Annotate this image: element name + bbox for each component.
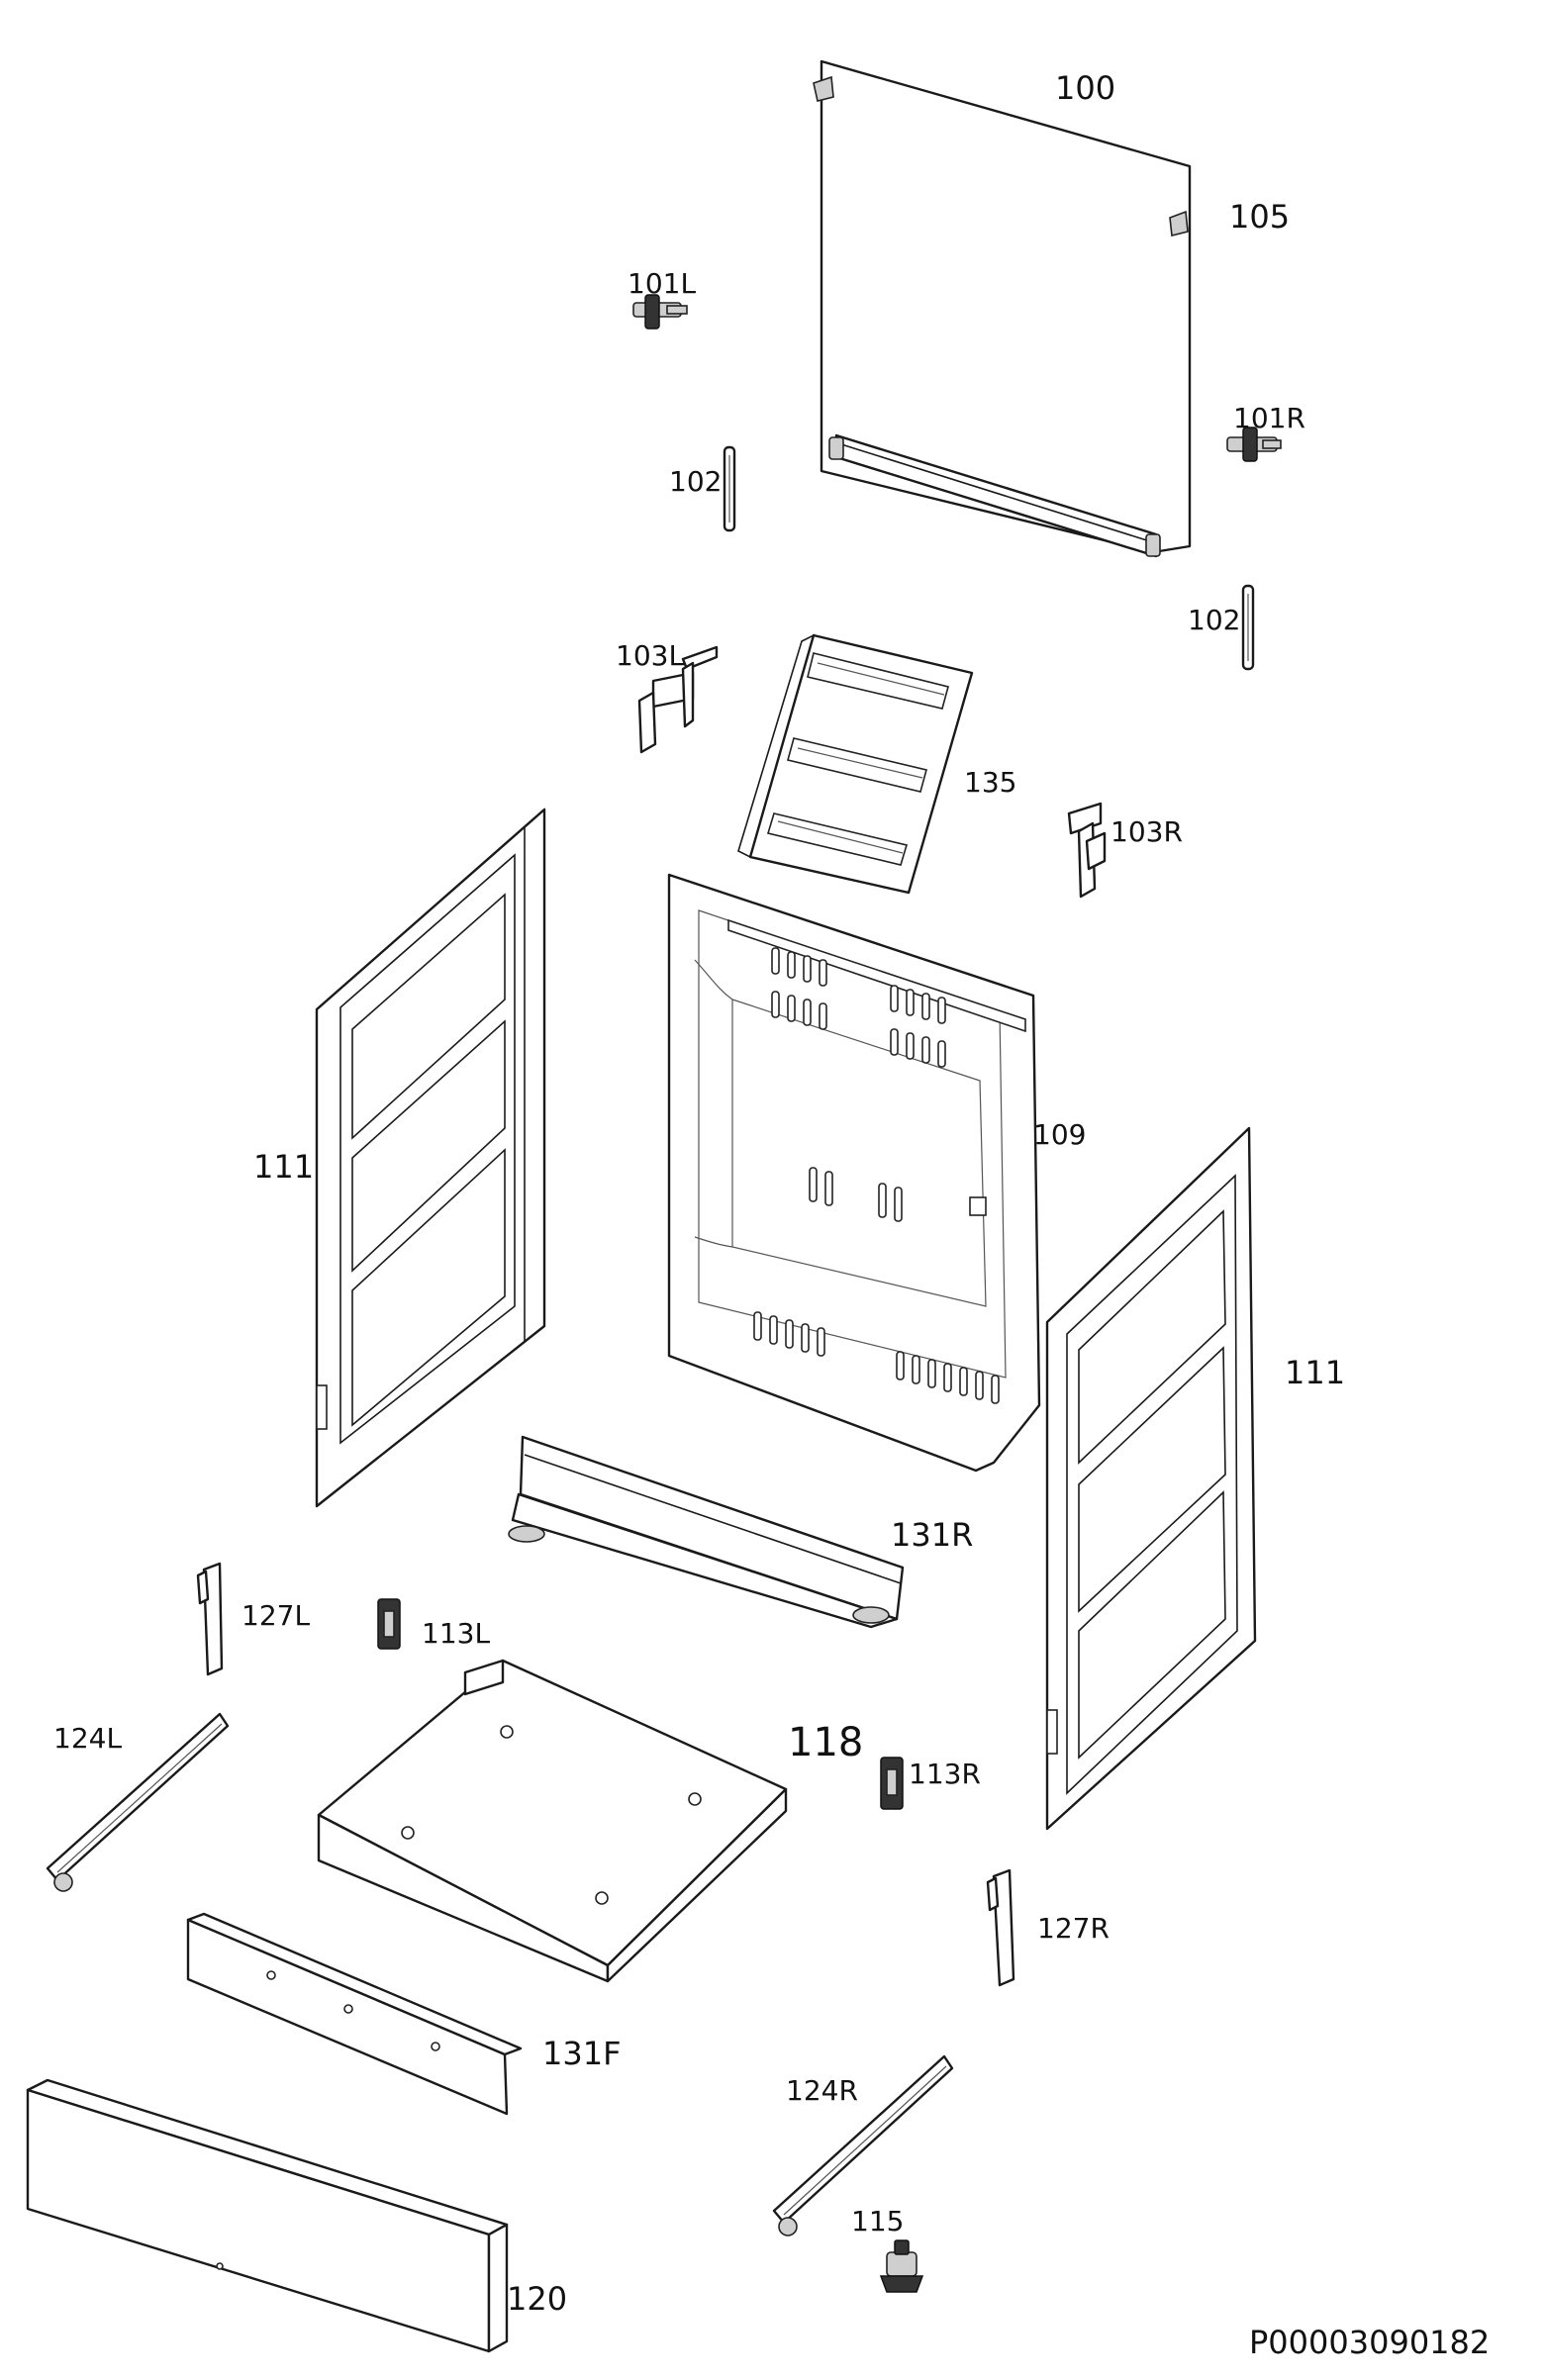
part-118-drawer bbox=[317, 1659, 788, 1983]
label-111-right: 111 bbox=[1285, 1354, 1345, 1391]
part-131F-front-rail bbox=[186, 1912, 523, 2116]
label-113R: 113R bbox=[909, 1758, 981, 1790]
part-124R-runner bbox=[772, 2054, 954, 2237]
part-135-bracket bbox=[737, 633, 974, 895]
label-103L: 103L bbox=[616, 639, 684, 672]
part-111-left-side-frame bbox=[315, 808, 546, 1508]
part-120-kick-panel bbox=[26, 2078, 509, 2353]
vent-slots-bottom bbox=[753, 1311, 1000, 1404]
label-101L: 101L bbox=[628, 267, 696, 300]
part-109-cavity-back bbox=[667, 873, 1041, 1473]
part-101L-bolt bbox=[632, 294, 688, 330]
label-124R: 124R bbox=[786, 2074, 858, 2107]
part-100-back-panel bbox=[813, 59, 1192, 558]
label-102-left: 102 bbox=[669, 465, 722, 498]
label-113L: 113L bbox=[422, 1617, 490, 1650]
label-118: 118 bbox=[788, 1720, 863, 1765]
label-105: 105 bbox=[1229, 198, 1290, 236]
label-101R: 101R bbox=[1233, 402, 1305, 434]
part-127R-bracket bbox=[986, 1868, 1015, 1987]
label-127R: 127R bbox=[1037, 1912, 1110, 1945]
part-102-pin-left bbox=[723, 445, 736, 532]
label-135: 135 bbox=[964, 766, 1016, 799]
part-127L-bracket bbox=[196, 1562, 224, 1676]
label-102-right: 102 bbox=[1188, 604, 1240, 636]
part-102-pin-right bbox=[1241, 584, 1255, 671]
part-131R-rail bbox=[508, 1435, 905, 1629]
vent-slots-top bbox=[771, 947, 946, 1068]
label-127L: 127L bbox=[241, 1599, 310, 1632]
part-113L-latch bbox=[377, 1598, 401, 1650]
label-124L: 124L bbox=[53, 1722, 122, 1755]
label-111-left: 111 bbox=[253, 1148, 314, 1186]
part-115-foot bbox=[879, 2239, 924, 2293]
part-113R-latch bbox=[880, 1757, 904, 1810]
part-103L-bracket bbox=[637, 645, 719, 754]
part-111-right-side-frame bbox=[1045, 1126, 1257, 1831]
label-115: 115 bbox=[851, 2205, 904, 2237]
label-103R: 103R bbox=[1110, 815, 1183, 848]
label-100: 100 bbox=[1055, 69, 1115, 107]
part-124L-runner bbox=[46, 1712, 230, 1892]
label-120: 120 bbox=[507, 2280, 567, 2318]
part-101R-bolt bbox=[1226, 427, 1282, 462]
part-103R-bracket bbox=[1067, 802, 1107, 899]
label-131R: 131R bbox=[891, 1516, 973, 1554]
label-131F: 131F bbox=[542, 2035, 621, 2072]
reference-code: P00003090182 bbox=[1249, 2324, 1490, 2361]
part-labels: 100 105 101L 101R 102 102 103L 103R 135 … bbox=[53, 69, 1345, 2318]
vent-slots-middle bbox=[809, 1167, 903, 1222]
label-109: 109 bbox=[1033, 1118, 1086, 1151]
